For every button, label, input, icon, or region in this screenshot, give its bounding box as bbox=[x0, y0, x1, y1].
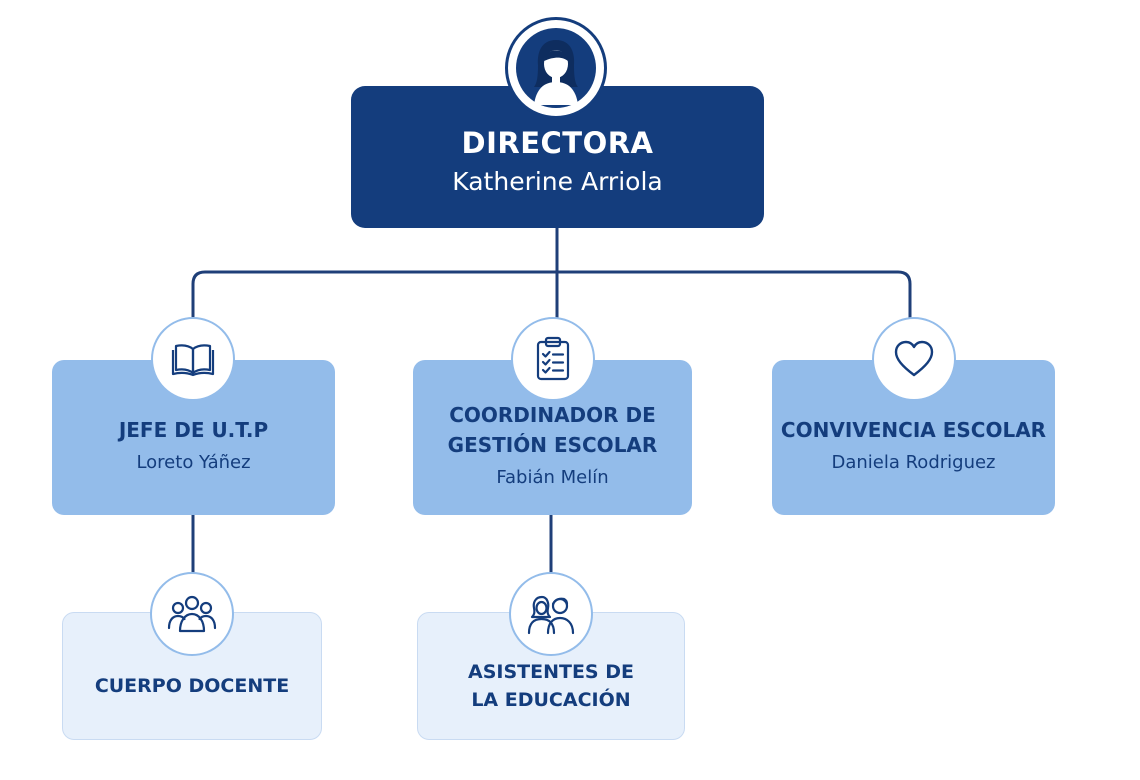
convivencia-name: Daniela Rodriguez bbox=[831, 451, 996, 473]
docentes-role: CUERPO DOCENTE bbox=[94, 675, 290, 697]
open-book-icon bbox=[151, 317, 235, 401]
utp-name: Loreto Yáñez bbox=[136, 451, 251, 473]
connector-horizontal-bar bbox=[191, 270, 912, 320]
asistentes-role: ASISTENTES DE LA EDUCACIÓN bbox=[468, 661, 634, 711]
heart-icon bbox=[872, 317, 956, 401]
director-name: Katherine Arriola bbox=[452, 167, 663, 196]
convivencia-box: CONVIVENCIA ESCOLAR Daniela Rodriguez bbox=[772, 360, 1055, 515]
director-role: DIRECTORA bbox=[461, 126, 654, 160]
group-people-icon bbox=[150, 572, 234, 656]
two-people-icon bbox=[509, 572, 593, 656]
convivencia-role: CONVIVENCIA ESCOLAR bbox=[780, 417, 1047, 442]
woman-avatar-icon bbox=[505, 17, 607, 119]
utp-role: JEFE DE U.T.P bbox=[118, 417, 269, 442]
coordinador-role: COORDINADOR DE GESTIÓN ESCOLAR bbox=[447, 402, 658, 457]
utp-box: JEFE DE U.T.P Loreto Yáñez bbox=[52, 360, 335, 515]
coordinador-name: Fabián Melín bbox=[496, 466, 609, 488]
clipboard-checklist-icon bbox=[511, 317, 595, 401]
